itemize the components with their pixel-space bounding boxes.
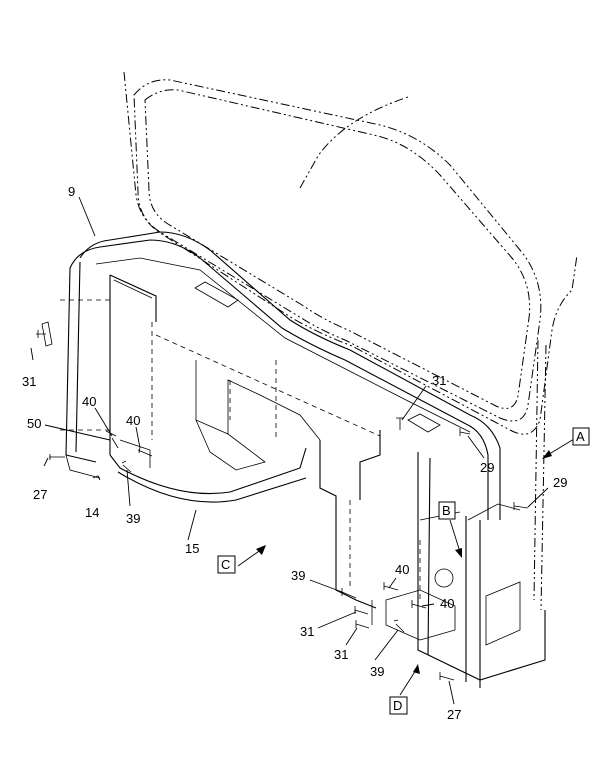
callout-29-right: 29	[553, 475, 567, 490]
callout-50: 50	[27, 416, 41, 431]
callout-29-top: 29	[480, 460, 494, 475]
screw-29-right	[513, 502, 529, 510]
callout-40-right-b: 40	[440, 596, 454, 611]
callout-40-left-a: 40	[82, 394, 96, 409]
callout-9: 9	[68, 184, 75, 199]
view-label-b: B	[442, 503, 451, 518]
view-label-a-box	[572, 427, 590, 446]
cowl-panel	[69, 231, 501, 520]
screw-29-top	[459, 428, 471, 436]
view-label-c: C	[221, 557, 230, 572]
view-labels: A B C D	[217, 427, 590, 715]
screw-27-right	[439, 672, 455, 681]
view-arrows	[237, 438, 575, 696]
callout-39-mid: 39	[291, 568, 305, 583]
screw-40-right-b	[411, 600, 427, 609]
callout-31-mid-a: 31	[300, 624, 314, 639]
right-side-panel	[385, 452, 546, 688]
view-label-d: D	[393, 698, 402, 713]
leader-lines	[30, 196, 549, 705]
screw-40-right-a	[383, 582, 399, 591]
callout-40-left-b: 40	[126, 413, 140, 428]
callout-31-left: 31	[22, 374, 36, 389]
screw-39-right	[393, 619, 405, 633]
callout-27-left: 27	[33, 487, 47, 502]
view-label-b-box	[438, 501, 456, 520]
callouts: 9 31 50 40 40 27 14 39 15 31 29 29 39 40…	[22, 184, 567, 722]
floor-platform	[109, 334, 381, 503]
view-c-arrow	[237, 548, 263, 567]
callout-39-right: 39	[370, 664, 384, 679]
view-a-arrow	[545, 438, 575, 457]
screw-31-mid-b	[355, 620, 370, 629]
left-side-panel	[41, 261, 157, 479]
screw-31-left	[36, 330, 46, 338]
view-b-arrow	[449, 519, 461, 553]
screw-27-left	[49, 454, 65, 460]
callout-14: 14	[85, 505, 99, 520]
view-label-c-box	[217, 555, 236, 574]
callout-40-right-a: 40	[395, 562, 409, 577]
callout-31-mid-b: 31	[334, 647, 348, 662]
screw-31-top	[396, 417, 404, 430]
view-label-a: A	[576, 429, 585, 444]
callout-31-top: 31	[432, 373, 446, 388]
view-label-d-box	[389, 696, 408, 715]
view-d-arrow	[399, 669, 417, 696]
callout-15: 15	[185, 541, 199, 556]
center-duct	[275, 360, 381, 625]
screw-39-left	[121, 460, 132, 473]
fasteners	[36, 330, 529, 681]
callout-39-left: 39	[126, 511, 140, 526]
windshield-outline	[123, 71, 578, 611]
screw-31-mid-a	[354, 606, 369, 615]
callout-27-right: 27	[447, 707, 461, 722]
